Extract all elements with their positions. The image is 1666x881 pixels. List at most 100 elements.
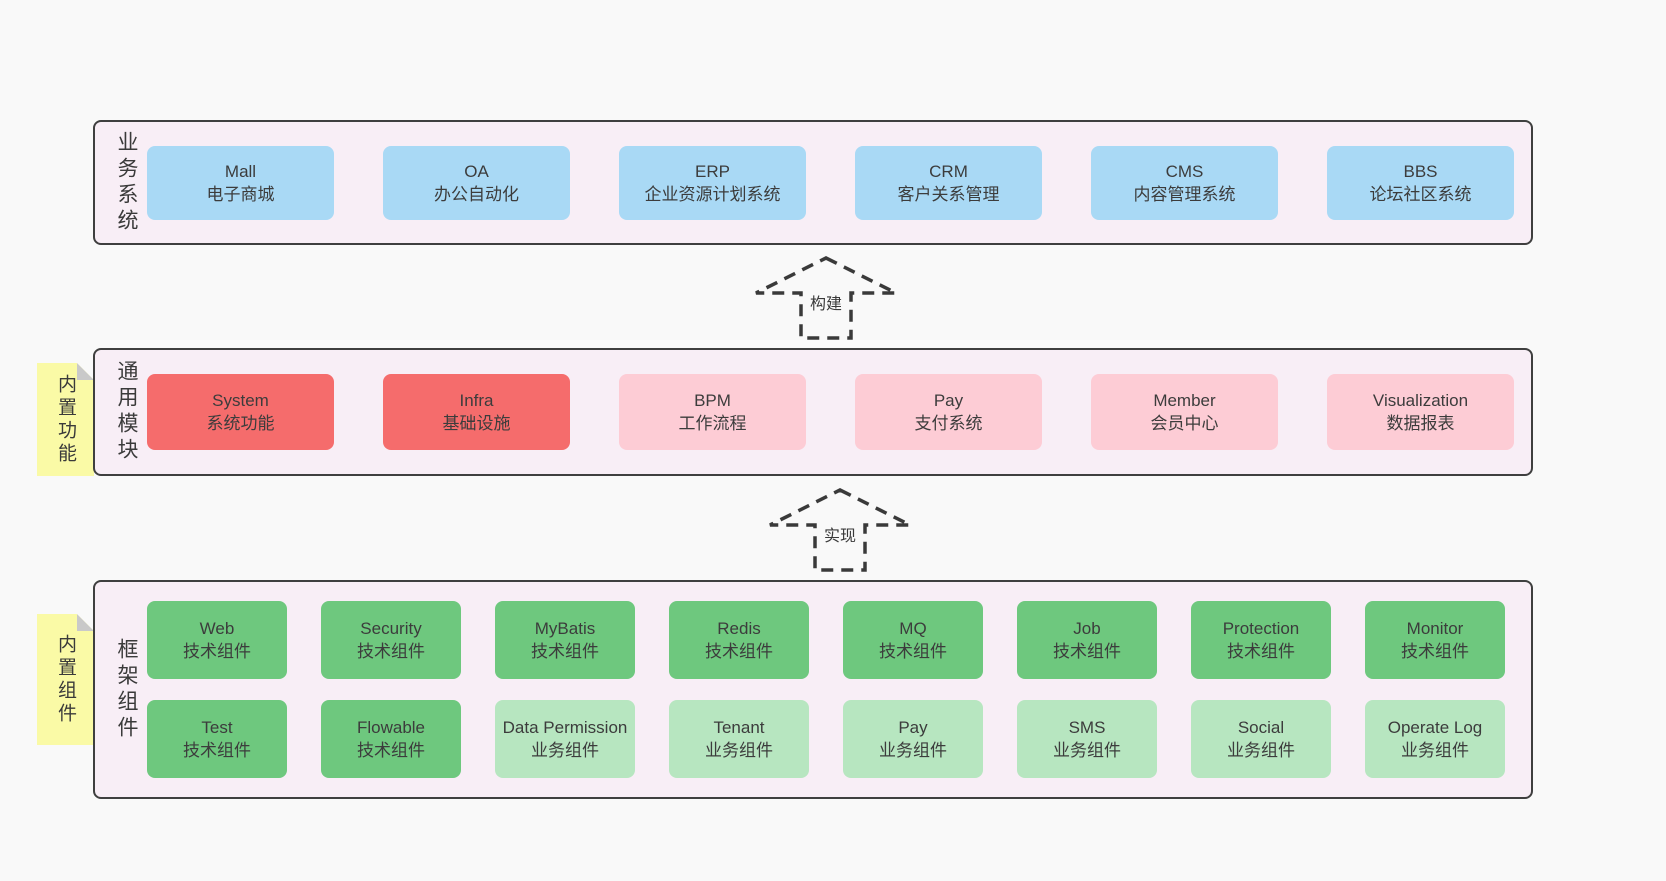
box-title: SMS [1068, 718, 1106, 737]
box-title: CMS [1165, 161, 1204, 181]
box-title: Security [360, 619, 422, 638]
box-tenant: Tenant 业务组件 [669, 700, 809, 778]
box-subtitle: 技术组件 [705, 642, 773, 661]
layer-label-business-systems: 业务系统 [115, 130, 138, 235]
box-subtitle: 技术组件 [879, 642, 947, 661]
box-operate-log: Operate Log 业务组件 [1365, 700, 1505, 778]
box-member: Member 会员中心 [1091, 374, 1278, 450]
box-subtitle: 会员中心 [1150, 414, 1219, 433]
box-subtitle: 技术组件 [357, 741, 425, 760]
box-job: Job 技术组件 [1017, 601, 1157, 679]
sticky-note-built-in-features: 内置功能 [37, 363, 94, 476]
box-title: Pay [933, 391, 964, 410]
box-title: BPM [694, 391, 731, 410]
sticky-note-text: 内置组件 [55, 633, 76, 726]
box-bbs: BBS 论坛社区系统 [1327, 145, 1514, 220]
box-subtitle: 业务组件 [879, 741, 947, 760]
box-title: Pay [898, 718, 928, 737]
box-title: Monitor [1406, 619, 1464, 638]
layer-label-framework-components: 框架组件 [115, 637, 138, 742]
box-crm: CRM 客户关系管理 [855, 145, 1042, 220]
box-subtitle: 基础设施 [442, 414, 511, 433]
box-title: CRM [929, 161, 968, 181]
box-security: Security 技术组件 [321, 601, 461, 679]
box-title: Mall [224, 161, 257, 181]
box-subtitle: 内容管理系统 [1133, 184, 1236, 204]
box-title: Redis [717, 619, 761, 638]
arrow-label: 实现 [818, 521, 862, 547]
box-title: ERP [695, 161, 730, 181]
box-pay: Pay 支付系统 [855, 374, 1042, 450]
box-subtitle: 业务组件 [1401, 741, 1469, 760]
box-subtitle: 业务组件 [531, 741, 599, 760]
box-title: Social [1237, 718, 1285, 737]
box-title: MQ [899, 619, 927, 638]
box-subtitle: 数据报表 [1386, 414, 1455, 433]
sticky-note-text: 内置功能 [55, 373, 76, 466]
box-title: Protection [1222, 619, 1300, 638]
box-title: Job [1073, 619, 1101, 638]
framework-components-grid: Web 技术组件 Security 技术组件 MyBatis 技术组件 Redi… [147, 601, 1505, 778]
layer-business-systems: 业务系统 Mall 电子商城 OA 办公自动化 ERP 企业资源计划系统 CRM… [93, 120, 1533, 245]
box-title: Flowable [356, 718, 426, 737]
box-title: BBS [1403, 161, 1438, 181]
box-subtitle: 企业资源计划系统 [644, 184, 781, 204]
box-subtitle: 系统功能 [206, 414, 275, 433]
box-subtitle: 业务组件 [705, 741, 773, 760]
box-title: Data Permission [502, 718, 628, 737]
box-subtitle: 技术组件 [531, 642, 599, 661]
box-title: Web [199, 619, 235, 638]
box-title: Tenant [713, 718, 765, 737]
box-subtitle: 技术组件 [183, 642, 251, 661]
box-monitor: Monitor 技术组件 [1365, 601, 1505, 679]
box-system: System 系统功能 [147, 374, 334, 450]
box-web: Web 技术组件 [147, 601, 287, 679]
box-subtitle: 业务组件 [1227, 741, 1295, 760]
box-test: Test 技术组件 [147, 700, 287, 778]
box-mybatis: MyBatis 技术组件 [495, 601, 635, 679]
box-subtitle: 技术组件 [1053, 642, 1121, 661]
arrow-build: 构建 [751, 255, 901, 341]
layer-common-modules: 通用模块 System 系统功能 Infra 基础设施 BPM 工作流程 Pay… [93, 348, 1533, 476]
box-subtitle: 客户关系管理 [897, 184, 1000, 204]
box-subtitle: 办公自动化 [434, 184, 519, 204]
box-subtitle: 技术组件 [1401, 642, 1469, 661]
box-subtitle: 支付系统 [914, 414, 983, 433]
layer-label-common-modules: 通用模块 [115, 360, 138, 464]
layer-framework-components: 框架组件 Web 技术组件 Security 技术组件 MyBatis 技术组件… [93, 580, 1533, 799]
box-social: Social 业务组件 [1191, 700, 1331, 778]
box-subtitle: 工作流程 [678, 414, 747, 433]
box-title: OA [464, 161, 489, 181]
box-title: Visualization [1372, 391, 1469, 410]
common-modules-grid: System 系统功能 Infra 基础设施 BPM 工作流程 Pay 支付系统… [147, 374, 1514, 450]
box-sms: SMS 业务组件 [1017, 700, 1157, 778]
dashed-up-arrow-icon [755, 256, 897, 340]
box-infra: Infra 基础设施 [383, 374, 570, 450]
box-oa: OA 办公自动化 [383, 145, 570, 220]
arrow-implement: 实现 [765, 487, 915, 573]
business-systems-grid: Mall 电子商城 OA 办公自动化 ERP 企业资源计划系统 CRM 客户关系… [147, 145, 1514, 220]
box-subtitle: 电子商城 [206, 184, 275, 204]
box-cms: CMS 内容管理系统 [1091, 145, 1278, 220]
box-pay-business: Pay 业务组件 [843, 700, 983, 778]
box-title: Test [201, 718, 233, 737]
box-subtitle: 技术组件 [183, 741, 251, 760]
box-protection: Protection 技术组件 [1191, 601, 1331, 679]
box-flowable: Flowable 技术组件 [321, 700, 461, 778]
box-subtitle: 业务组件 [1053, 741, 1121, 760]
sticky-note-built-in-components: 内置组件 [37, 614, 94, 745]
box-subtitle: 技术组件 [1227, 642, 1295, 661]
arrow-label: 构建 [804, 289, 848, 315]
box-bpm: BPM 工作流程 [619, 374, 806, 450]
box-mall: Mall 电子商城 [147, 145, 334, 220]
box-title: System [212, 391, 269, 410]
box-redis: Redis 技术组件 [669, 601, 809, 679]
box-title: MyBatis [534, 619, 596, 638]
dashed-up-arrow-icon [769, 488, 911, 572]
box-subtitle: 论坛社区系统 [1369, 184, 1472, 204]
box-title: Member [1153, 391, 1216, 410]
box-title: Infra [459, 391, 494, 410]
box-erp: ERP 企业资源计划系统 [619, 145, 806, 220]
box-visualization: Visualization 数据报表 [1327, 374, 1514, 450]
